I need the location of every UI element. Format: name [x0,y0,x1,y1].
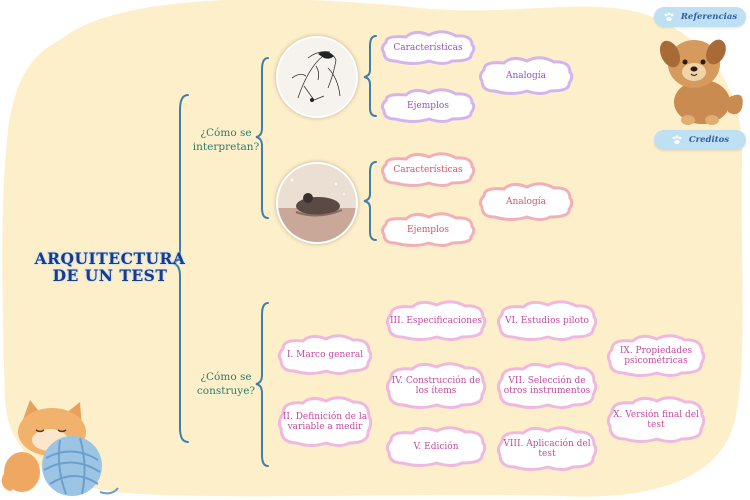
cloud-label-caracteristicas-1: Características [393,42,463,53]
cloud-label-step-5: V. Edición [413,441,459,452]
cloud-label-step-8: VIII. Aplicación del test [503,438,591,460]
cloud-step-1: I. Marco general [275,334,375,376]
cloud-label-analogia-1: Analogía [506,70,546,81]
puppy-illustration [659,39,743,125]
referencias-label: Referencias [680,12,738,22]
cloud-ejemplos-1: Ejemplos [378,88,478,124]
referencias-button[interactable]: Referencias [654,7,746,27]
cloud-label-step-6: VI. Estudios piloto [505,315,589,326]
creditos-button[interactable]: Creditos [654,130,746,150]
cloud-step-10: X. Versión final del test [604,396,708,444]
cloud-caracteristicas-2: Características [378,152,478,188]
painting-photo [276,162,358,244]
cloud-shape [380,88,476,123]
cloud-label-step-7: VII. Selección de otros instrumentos [503,375,591,397]
question-build: ¿Cómo se construye? [196,371,256,397]
cloud-shape [277,334,373,375]
cloud-shape [496,362,598,409]
cloud-label-step-4: IV. Construcción de los ítems [391,375,481,397]
cloud-label-step-2: II. Definición de la variable a medir [282,411,368,433]
cloud-shape [385,426,487,467]
cloud-step-5: V. Edición [383,426,489,468]
cloud-label-step-9: IX. Propiedades psicométricas [619,345,693,367]
cloud-step-6: VI. Estudios piloto [494,300,600,342]
kitten-yarn-illustration [1,400,119,496]
cloud-step-3: III. Especificaciones [383,300,489,342]
cloud-label-step-3: III. Especificaciones [389,315,483,326]
cloud-shape [380,212,476,247]
sketch-photo [276,36,358,118]
cloud-analogia-1: Analogía [476,56,576,96]
cloud-step-7: VII. Selección de otros instrumentos [494,362,600,410]
question-interpret: ¿Cómo se interpretan? [192,127,260,153]
cloud-label-step-10: X. Versión final del test [613,409,699,431]
cloud-step-8: VIII. Aplicación del test [494,426,600,472]
cloud-shape [606,396,706,443]
cloud-ejemplos-2: Ejemplos [378,212,478,248]
cloud-analogia-2: Analogía [476,182,576,222]
cloud-label-ejemplos-1: Ejemplos [407,100,449,111]
paw-icon [664,12,674,21]
cloud-shape [496,426,598,471]
cloud-label-ejemplos-2: Ejemplos [407,224,449,235]
cloud-shape [385,300,487,341]
cloud-shape [385,362,487,409]
creditos-label: Creditos [688,135,730,145]
cloud-caracteristicas-1: Características [378,30,478,66]
cloud-label-caracteristicas-2: Características [393,164,463,175]
diagram-title: ARQUITECTURA DE UN TEST [34,249,186,285]
cloud-label-step-1: I. Marco general [286,349,364,360]
cloud-shape [380,152,476,187]
cloud-shape [277,396,373,447]
cloud-shape [496,300,598,341]
cloud-shape [380,30,476,65]
cloud-label-analogia-2: Analogía [506,196,546,207]
cloud-shape [478,182,574,221]
cloud-step-2: II. Definición de la variable a medir [275,396,375,448]
cloud-shape [606,334,706,377]
cloud-step-9: IX. Propiedades psicométricas [604,334,708,378]
paw-icon [672,135,682,144]
cloud-step-4: IV. Construcción de los ítems [383,362,489,410]
cloud-shape [478,56,574,95]
